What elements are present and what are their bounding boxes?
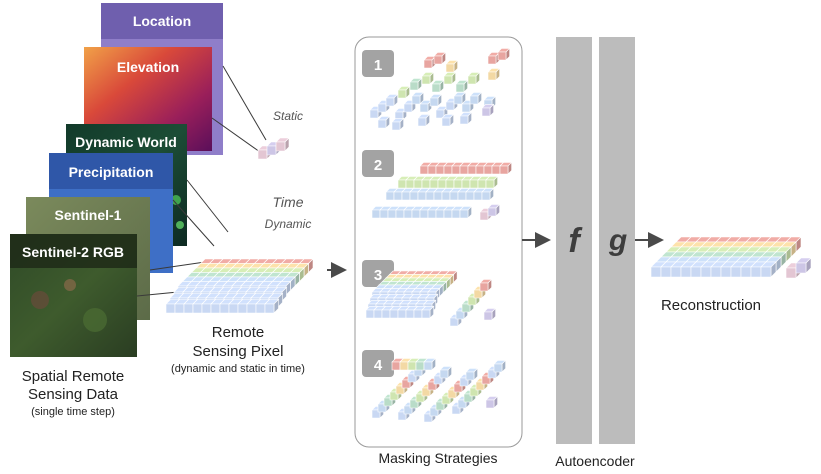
voxel [397, 85, 411, 99]
voxel [411, 91, 425, 105]
voxel [795, 257, 812, 274]
voxel [485, 395, 499, 409]
decoder-bar [599, 37, 635, 444]
layer-location-label: Location [133, 13, 191, 29]
strategy-number-1: 1 [374, 57, 382, 74]
autoencoder-label: Autoencoder [555, 453, 635, 469]
masking-panel [354, 36, 523, 448]
voxel [429, 93, 443, 107]
voxel [481, 103, 495, 117]
strategy-number-4: 4 [374, 357, 383, 374]
voxel [417, 113, 431, 127]
voxel [443, 71, 457, 85]
voxel [465, 367, 479, 381]
pixel-title-line2: Sensing Pixel [193, 343, 284, 360]
reconstruction-label: Reconstruction [661, 297, 761, 314]
pixel-title-line1: Remote [212, 324, 265, 341]
voxel [487, 203, 501, 217]
voxel [485, 175, 499, 189]
voxel [423, 357, 437, 371]
encoder-bar [556, 37, 592, 444]
voxel [459, 205, 473, 219]
static-label: Static [273, 109, 303, 123]
voxel [467, 71, 481, 85]
voxel [385, 93, 399, 107]
voxel [275, 137, 290, 152]
dynamic-label: Dynamic [265, 217, 312, 231]
spatial-title-line2: Sensing Data [28, 386, 119, 403]
pixel-cube [165, 258, 314, 314]
layer-sentinel-2-rgb: Sentinel-2 RGB [10, 234, 137, 357]
voxel [441, 113, 455, 127]
spatial-subtitle: (single time step) [31, 406, 115, 418]
decoder-g-label: g [608, 224, 627, 257]
voxel [481, 187, 495, 201]
masking-label: Masking Strategies [378, 450, 497, 466]
strategy-number-2: 2 [374, 157, 382, 174]
spatial-title-line1: Spatial Remote [22, 368, 125, 385]
static-cubes [257, 137, 290, 160]
voxel [433, 51, 447, 65]
voxel [445, 59, 459, 73]
layer-elevation-label: Elevation [117, 59, 179, 75]
strategy-badges: 1 2 3 4 [362, 50, 394, 377]
voxel [439, 365, 453, 379]
voxel [497, 47, 511, 61]
strategy-badge-1 [362, 50, 394, 77]
voxel [493, 359, 507, 373]
pixel-subtitle: (dynamic and static in time) [171, 363, 305, 375]
layer-sentinel-1-label: Sentinel-1 [55, 207, 122, 223]
voxel [487, 67, 501, 81]
layer-dynamic-world-label: Dynamic World [75, 134, 177, 150]
voxel [377, 115, 391, 129]
strategy-badge-4 [362, 350, 394, 377]
connector-lines [136, 65, 267, 297]
strategy-cubes [365, 47, 513, 423]
voxel [264, 298, 280, 314]
time-label: Time [273, 194, 304, 210]
voxel [760, 261, 777, 278]
layer-precipitation-label: Precipitation [69, 164, 154, 180]
layer-sentinel-2-label: Sentinel-2 RGB [22, 244, 124, 260]
voxel [421, 305, 435, 319]
voxel [455, 79, 469, 93]
encoder-f-label: f [568, 222, 583, 260]
voxel [459, 111, 473, 125]
voxel [479, 278, 493, 292]
strategy-badge-2 [362, 150, 394, 177]
voxel [421, 71, 435, 85]
voxel [469, 91, 483, 105]
strategy-number-3: 3 [374, 267, 382, 284]
voxel [391, 117, 405, 131]
voxel [409, 77, 423, 91]
voxel [499, 161, 513, 175]
voxel [431, 79, 445, 93]
voxel [483, 307, 497, 321]
reconstruction-cube [650, 236, 812, 279]
